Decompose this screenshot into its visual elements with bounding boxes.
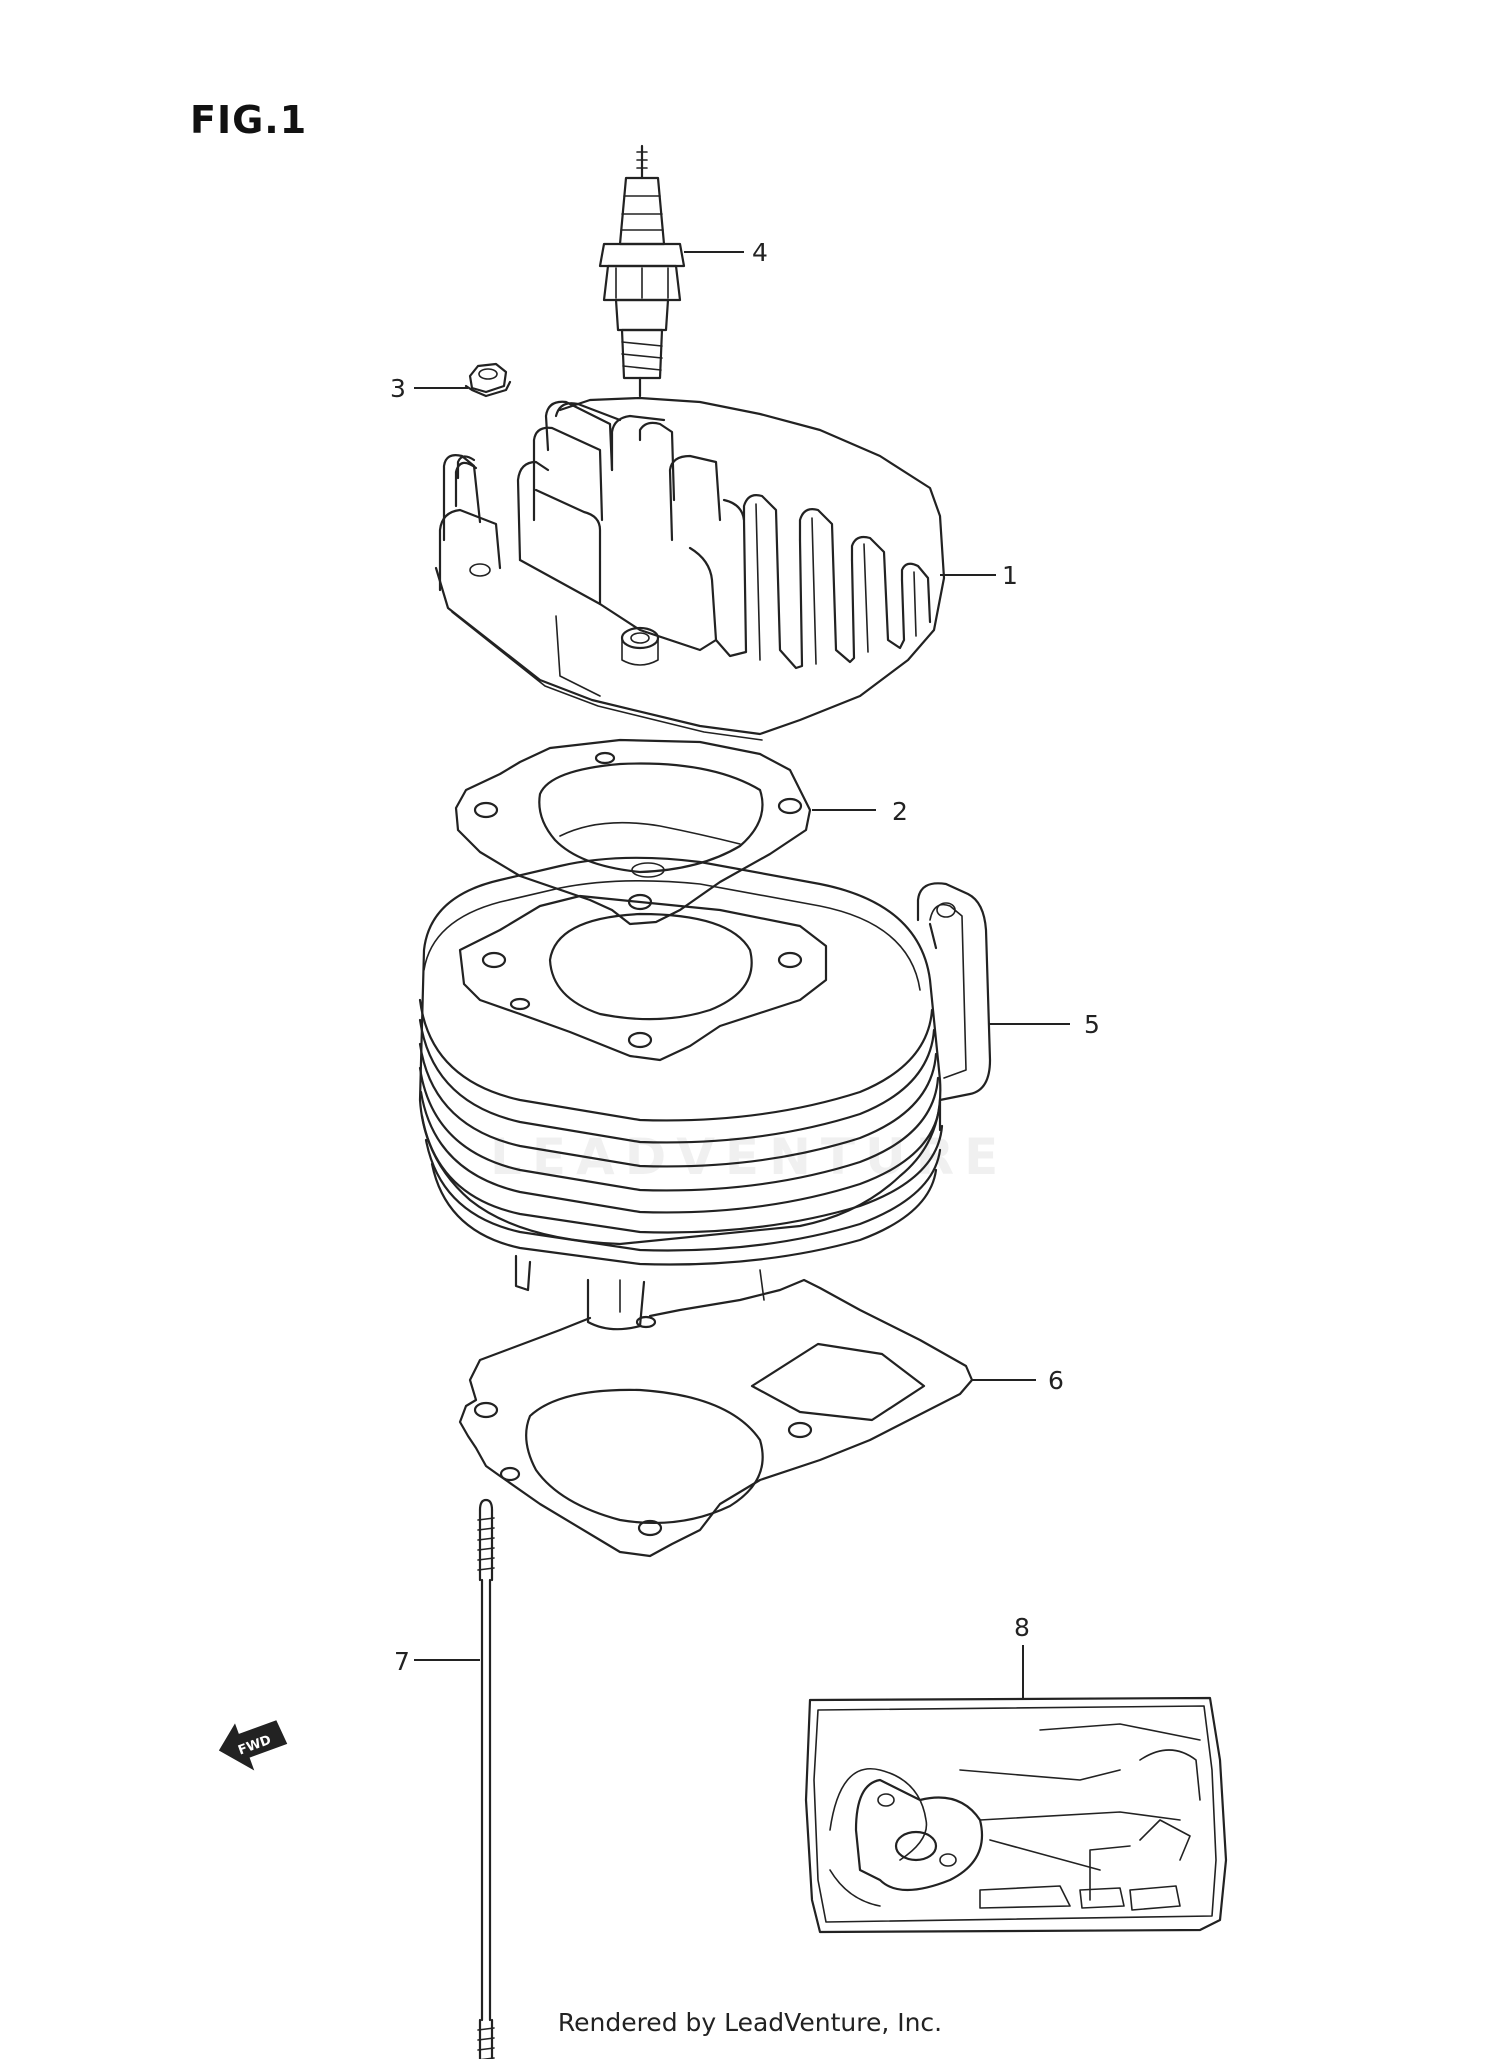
base-gasket[interactable] — [458, 1278, 974, 1558]
head-gasket[interactable] — [454, 738, 812, 926]
cylinder-head[interactable] — [434, 396, 946, 741]
callout-4: 4 — [752, 238, 768, 267]
callout-7: 7 — [394, 1647, 410, 1676]
gasket-set[interactable] — [804, 1696, 1228, 1934]
callout-1: 1 — [1002, 561, 1018, 590]
callout-5: 5 — [1084, 1010, 1100, 1039]
spark-plug[interactable] — [598, 144, 686, 398]
nut[interactable] — [464, 362, 512, 398]
cylinder[interactable] — [418, 856, 992, 1331]
forward-arrow-icon: FWD — [218, 1720, 288, 1771]
footer-credit: Rendered by LeadVenture, Inc. — [557, 2008, 943, 2037]
callout-3: 3 — [390, 374, 406, 403]
callout-2: 2 — [892, 797, 908, 826]
callout-8: 8 — [1014, 1613, 1030, 1642]
figure-title: FIG.1 — [190, 98, 308, 142]
callout-6: 6 — [1048, 1366, 1064, 1395]
stud-bolt[interactable] — [477, 1498, 495, 2059]
